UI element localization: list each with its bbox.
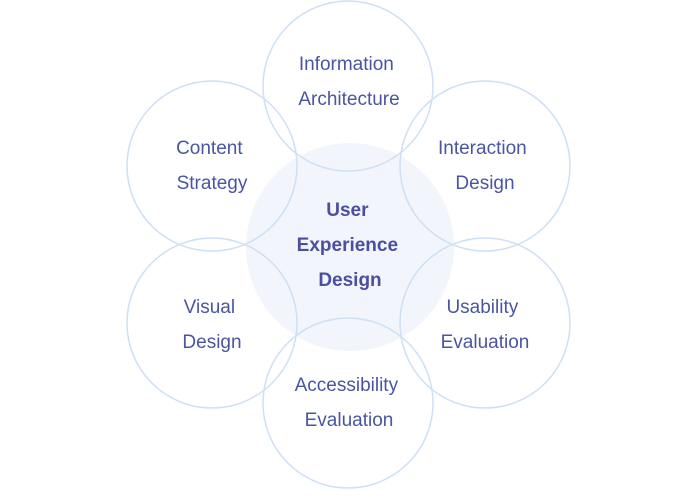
petal-label-line: Visual — [184, 297, 235, 318]
petal-label-line: Strategy — [177, 173, 248, 194]
petal-label-accessibility-evaluation: Accessibility Evaluation — [295, 375, 404, 431]
petal-label-line: Content — [176, 138, 243, 159]
petal-label-line: Accessibility — [295, 375, 399, 396]
petal-label-interaction-design: Interaction Design — [438, 138, 532, 194]
petal-label-visual-design: Visual Design — [182, 297, 241, 353]
petal-label-line: Design — [455, 173, 514, 194]
center-label-line: User — [326, 200, 369, 221]
center-core-circle — [246, 143, 454, 351]
center-label-line: Experience — [297, 235, 398, 256]
petal-label-line: Evaluation — [305, 410, 394, 431]
petal-label-usability-evaluation: Usability Evaluation — [441, 297, 530, 353]
petal-circle-accessibility-evaluation — [262, 317, 434, 489]
petal-circle-content-strategy — [126, 80, 298, 252]
petal-label-line: Usability — [446, 297, 518, 318]
petal-label-line: Architecture — [298, 89, 399, 110]
petal-label-line: Interaction — [438, 138, 527, 159]
petal-circle-usability-evaluation — [399, 237, 571, 409]
petal-circle-interaction-design — [399, 80, 571, 252]
petal-circle-visual-design — [126, 237, 298, 409]
petal-label-line: Information — [299, 54, 394, 75]
petal-label-line: Design — [182, 332, 241, 353]
petal-label-line: Evaluation — [441, 332, 530, 353]
center-label: User Experience Design — [297, 200, 404, 291]
center-label-line: Design — [318, 270, 381, 291]
petal-label-information-architecture: Information Architecture — [298, 54, 399, 110]
petal-circle-information-architecture — [262, 0, 434, 172]
petal-label-content-strategy: Content Strategy — [176, 138, 248, 194]
